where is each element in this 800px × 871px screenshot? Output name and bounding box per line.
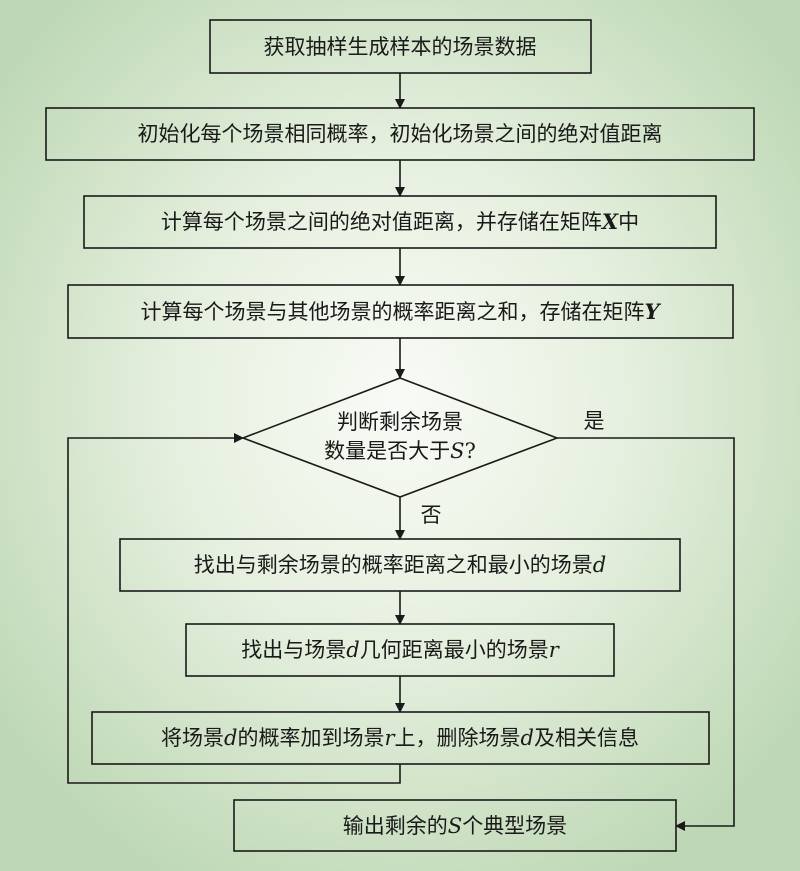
step-find-min-scenario-d-label: 找出与剩余场景的概率距离之和最小的场景d [194,553,606,577]
decision-line1: 判断剩余场景 [337,410,463,434]
step-output-typical-scenarios [233,799,677,852]
arrow-loop-back [67,433,401,784]
yes-label: 是 [584,409,605,433]
decision-line2: 数量是否大于S? [324,439,476,463]
decision-remaining-count [240,377,560,498]
step-output-typical-scenarios-label: 输出剩余的S个典型场景 [343,814,567,838]
arrow-yes-to-output [557,437,735,831]
step-merge-and-delete-label: 将场景d的概率加到场景r上，删除场景d及相关信息 [161,726,639,750]
step-find-nearest-scenario-r-label: 找出与场景d几何距离最小的场景r [241,638,560,662]
step-get-scenario-data-label: 获取抽样生成样本的场景数据 [264,35,537,59]
step-compute-abs-distance-label: 计算每个场景之间的绝对值距离，并存储在矩阵X中 [161,209,639,234]
no-label: 否 [421,503,442,527]
step-initialize-label: 初始化每个场景相同概率，初始化场景之间的绝对值距离 [138,122,663,146]
step-compute-prob-distance-label: 计算每个场景与其他场景的概率距离之和，存储在矩阵Y [141,299,662,324]
